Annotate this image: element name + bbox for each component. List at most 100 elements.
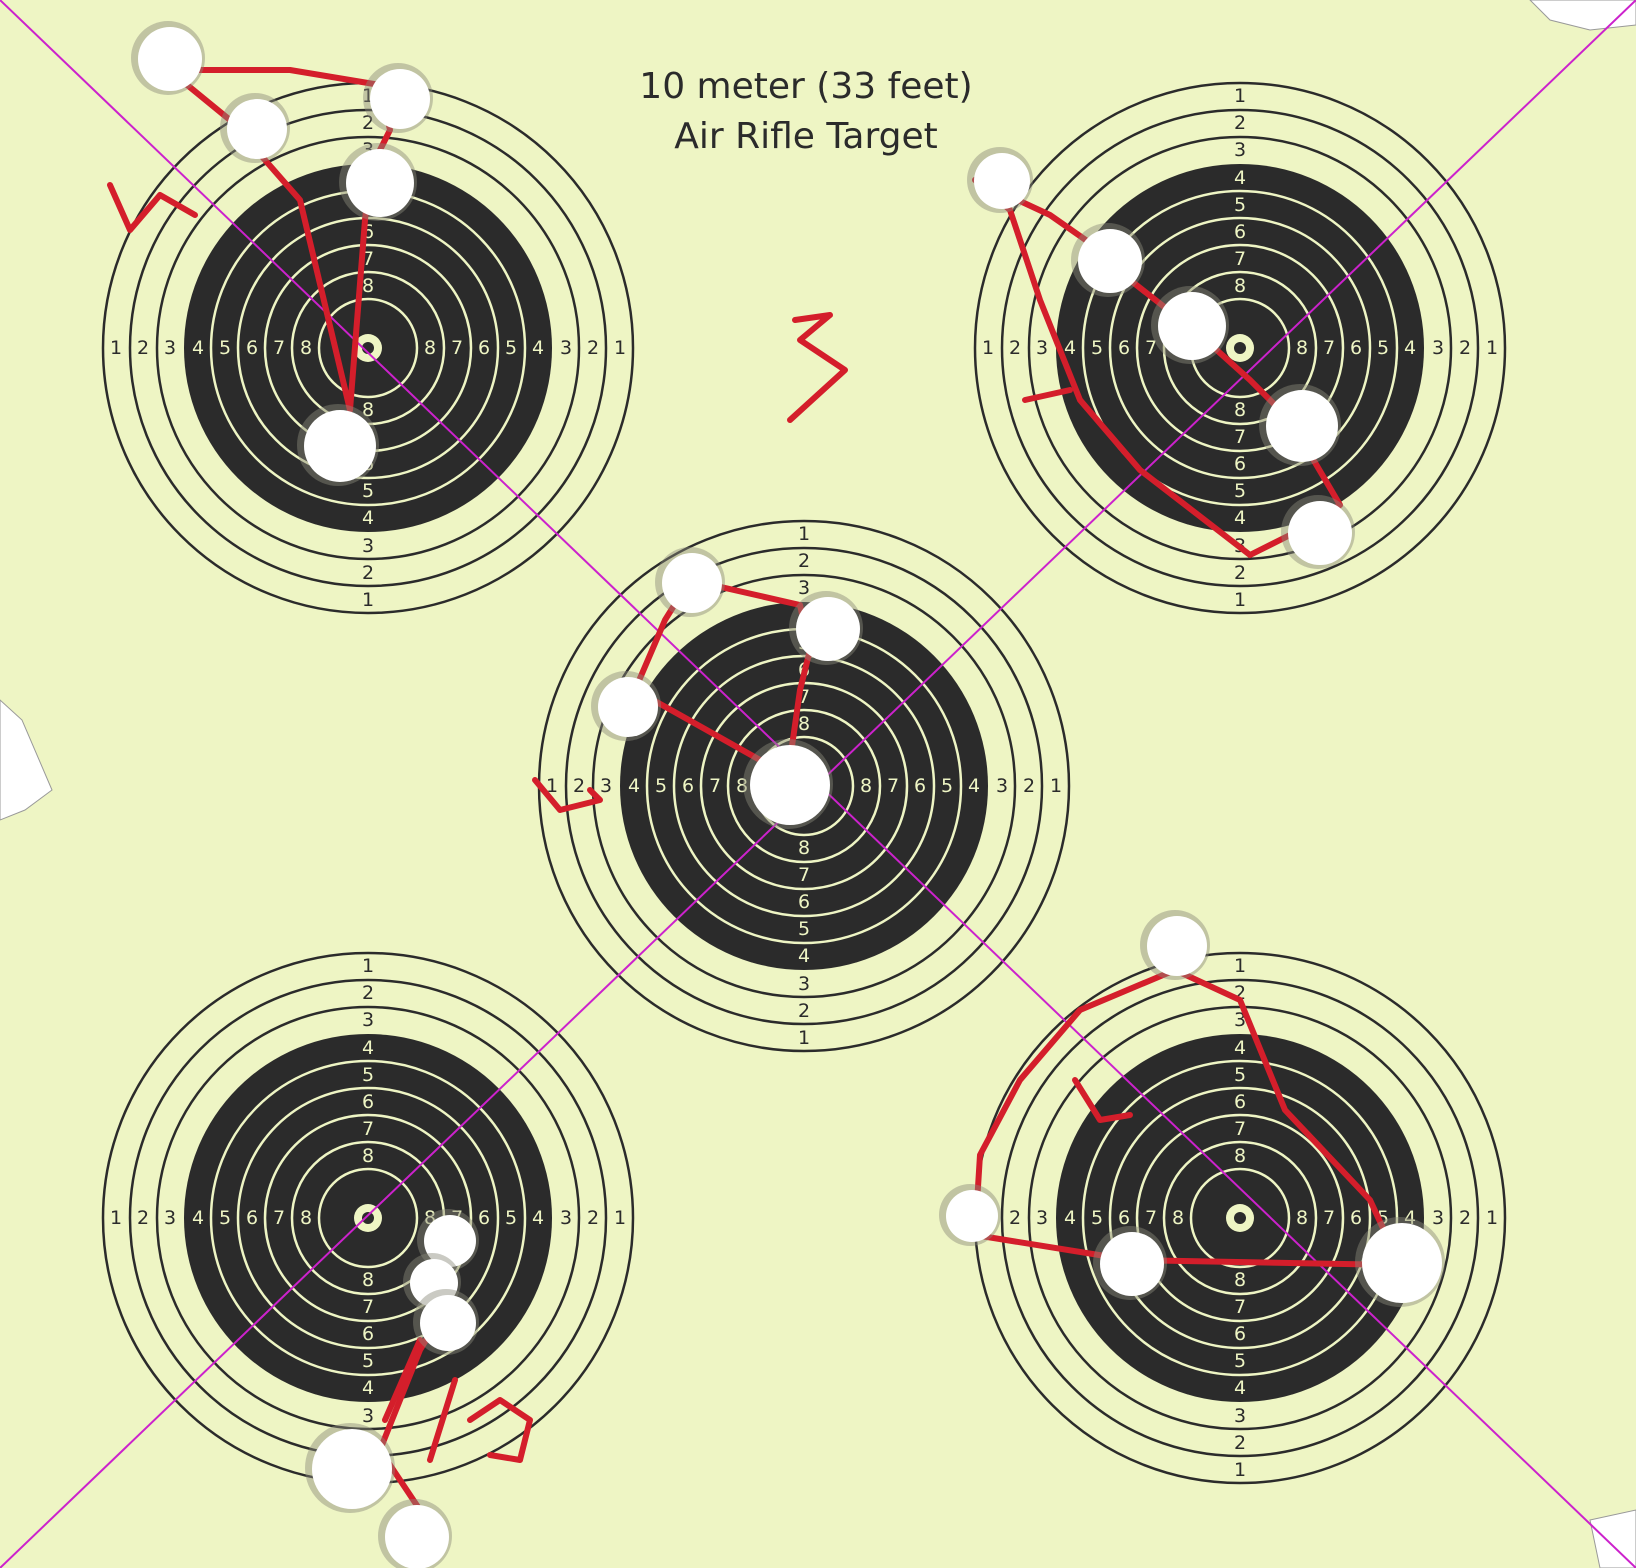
ring-label-3: 3 — [1432, 337, 1444, 359]
ring-label-4: 4 — [362, 1377, 374, 1399]
ring-label-2: 2 — [798, 550, 810, 572]
ring-label-8: 8 — [736, 775, 748, 797]
ring-label-4: 4 — [1234, 1037, 1246, 1059]
ring-inner — [1162, 270, 1318, 426]
ring-label-3: 3 — [1036, 337, 1048, 359]
pellet-hole — [346, 149, 414, 217]
ring-label-6: 6 — [362, 1323, 374, 1345]
ring-label-1: 1 — [798, 523, 810, 545]
ring-label-6: 6 — [1118, 1207, 1130, 1229]
ring-outer — [1027, 135, 1453, 561]
pellet-hole — [1288, 501, 1352, 565]
ring-label-8: 8 — [300, 1207, 312, 1229]
ring-label-4: 4 — [192, 1207, 204, 1229]
ring-label-4: 4 — [1234, 167, 1246, 189]
pellet-hole — [227, 99, 287, 159]
ring-label-6: 6 — [362, 1091, 374, 1113]
ring-inner — [317, 1167, 419, 1269]
ring-label-8: 8 — [1296, 337, 1308, 359]
pellet-hole — [974, 153, 1030, 209]
pen-annotation-center-3 — [787, 312, 848, 423]
ring-label-5: 5 — [1234, 480, 1246, 502]
ring-inner — [1162, 1140, 1318, 1296]
ring-label-4: 4 — [192, 337, 204, 359]
ring-label-8: 8 — [1172, 1207, 1184, 1229]
ring-label-3: 3 — [798, 577, 810, 599]
pen-annotation-top-left-1 — [107, 182, 198, 233]
ring-label-1: 1 — [1486, 337, 1498, 359]
ring-label-1: 1 — [1234, 955, 1246, 977]
pellet-hole — [598, 677, 658, 737]
ring-label-6: 6 — [1350, 337, 1362, 359]
ring-label-6: 6 — [246, 1207, 258, 1229]
ring-inner — [726, 708, 882, 864]
pellet-hole — [796, 597, 860, 661]
ring-label-7: 7 — [887, 775, 899, 797]
ring-inner — [1189, 1167, 1291, 1269]
ring-label-7: 7 — [709, 775, 721, 797]
ring-label-2: 2 — [362, 562, 374, 584]
pellet-hole — [946, 1190, 998, 1242]
ring-label-2: 2 — [798, 1000, 810, 1022]
ring-label-1: 1 — [362, 955, 374, 977]
ring-label-7: 7 — [1234, 426, 1246, 448]
pellet-hole — [304, 410, 376, 482]
ring-label-3: 3 — [560, 337, 572, 359]
ring-label-7: 7 — [451, 337, 463, 359]
ring-inner — [1108, 216, 1372, 480]
ring-inner — [317, 297, 419, 399]
ring-label-6: 6 — [682, 775, 694, 797]
pellet-hole — [410, 1259, 458, 1307]
ring-label-2: 2 — [587, 337, 599, 359]
ring-label-5: 5 — [362, 1064, 374, 1086]
ring-label-5: 5 — [362, 1350, 374, 1372]
ring-label-3: 3 — [1432, 1207, 1444, 1229]
ring-label-1: 1 — [110, 337, 122, 359]
pellet-hole — [1158, 292, 1226, 360]
ring-label-4: 4 — [1234, 1377, 1246, 1399]
pellet-hole — [1100, 1232, 1164, 1296]
ring-label-4: 4 — [1404, 337, 1416, 359]
ring-label-5: 5 — [219, 337, 231, 359]
pen-annotation-bottom-right-4 — [1072, 1077, 1133, 1123]
ring-inner — [672, 654, 936, 918]
ring-label-7: 7 — [1234, 1118, 1246, 1140]
targets-layer: 1111222233334444555566667777888811112222… — [101, 81, 1507, 1485]
ring-label-1: 1 — [1234, 1459, 1246, 1481]
sheet-title-line2: Air Rifle Target — [674, 116, 938, 157]
ring-label-5: 5 — [655, 775, 667, 797]
ring-label-7: 7 — [1323, 337, 1335, 359]
pellet-hole — [750, 745, 830, 825]
pellet-hole — [312, 1429, 392, 1509]
ring-label-8: 8 — [860, 775, 872, 797]
ring-label-4: 4 — [1234, 507, 1246, 529]
ring-label-3: 3 — [362, 1405, 374, 1427]
ring-label-5: 5 — [1234, 194, 1246, 216]
pellet-hole — [420, 1295, 476, 1351]
pellet-hole — [1362, 1223, 1442, 1303]
ring-label-2: 2 — [1009, 337, 1021, 359]
ring-label-4: 4 — [798, 945, 810, 967]
ring-label-7: 7 — [798, 864, 810, 886]
ring-label-5: 5 — [1377, 337, 1389, 359]
pellet-hole — [385, 1505, 449, 1568]
ring-outer — [128, 108, 608, 588]
ring-label-6: 6 — [1350, 1207, 1362, 1229]
ring-label-8: 8 — [798, 837, 810, 859]
ring-label-5: 5 — [1091, 337, 1103, 359]
ring-label-7: 7 — [362, 1296, 374, 1318]
pen-annotation-center-3b — [532, 777, 603, 813]
bullseye-dot — [362, 1212, 374, 1224]
ring-label-3: 3 — [600, 775, 612, 797]
pen-annotation-top-right-1 — [1022, 387, 1073, 403]
ring-label-1: 1 — [1234, 589, 1246, 611]
ring-inner — [1081, 1059, 1399, 1377]
ring-label-5: 5 — [941, 775, 953, 797]
ring-label-2: 2 — [1459, 337, 1471, 359]
ring-inner — [1081, 189, 1399, 507]
ring-label-5: 5 — [1091, 1207, 1103, 1229]
ring-label-3: 3 — [560, 1207, 572, 1229]
ring-inner — [1108, 1086, 1372, 1350]
ring-label-2: 2 — [587, 1207, 599, 1229]
